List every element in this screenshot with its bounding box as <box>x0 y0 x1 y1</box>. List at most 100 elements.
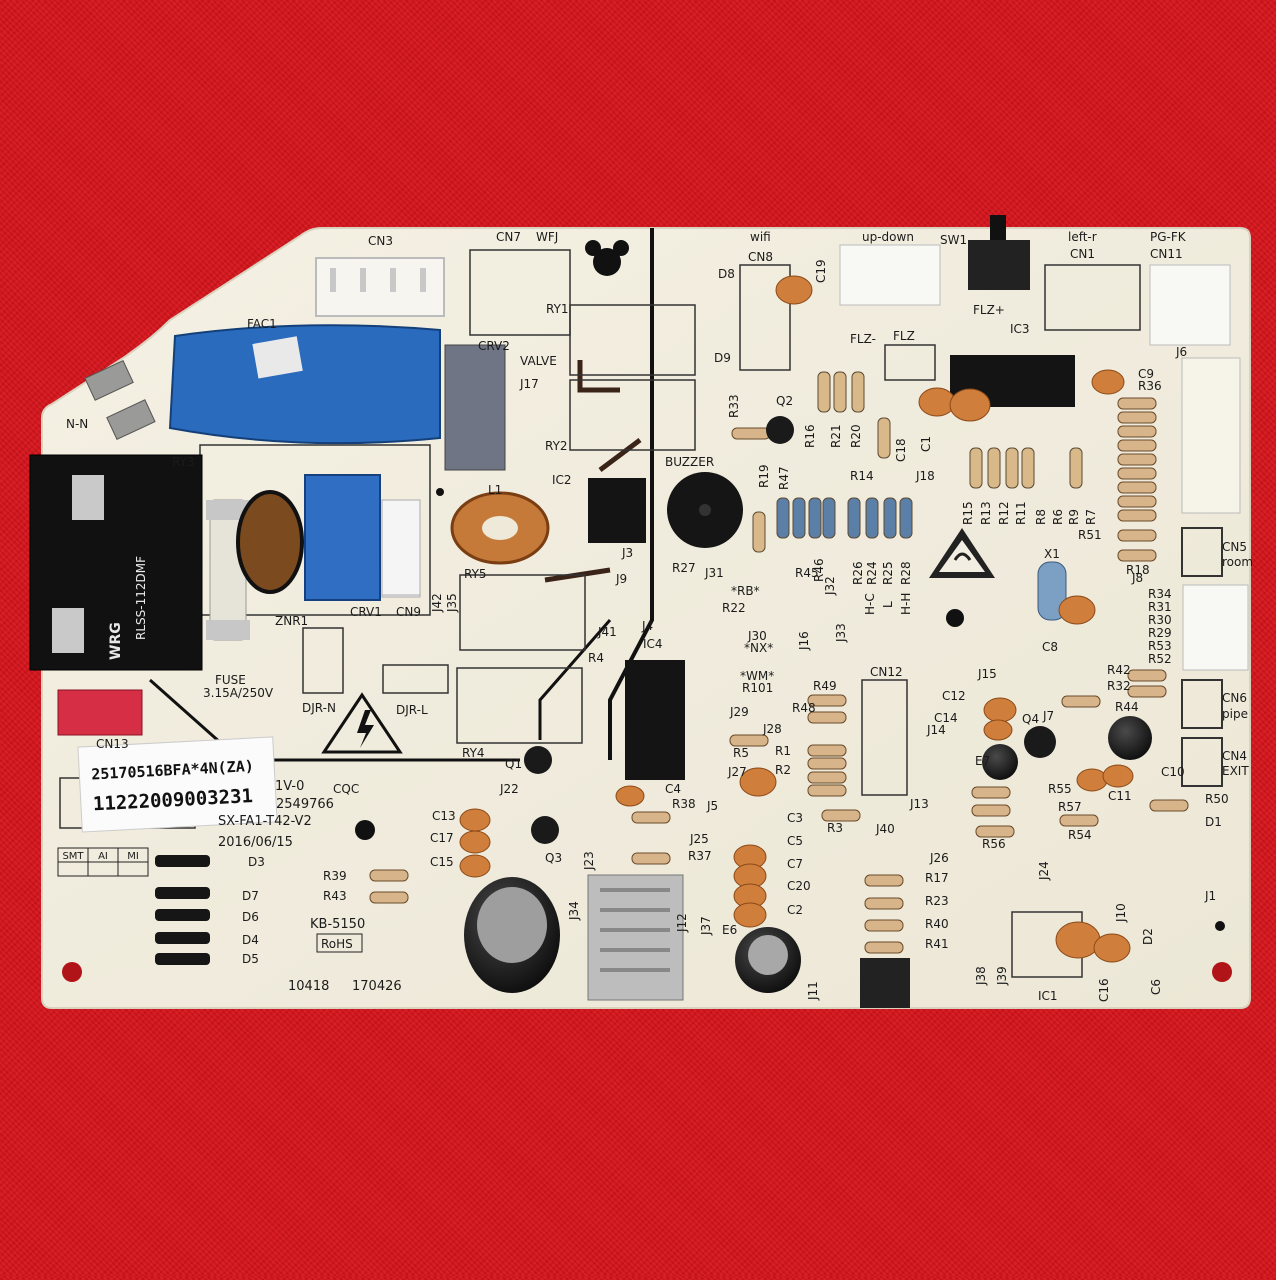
label-rb: *RB* <box>731 584 760 598</box>
resistor-v <box>792 497 806 539</box>
ceramic-capacitor <box>739 767 777 797</box>
label-j34: J34 <box>567 901 581 921</box>
qc-table: SMT AI MI <box>57 847 149 877</box>
ceramic-capacitor <box>1091 369 1125 395</box>
ry3-relay <box>29 454 203 671</box>
label-d5: D5 <box>242 952 259 966</box>
label-j18: J18 <box>915 469 935 483</box>
label-r4: R4 <box>588 651 604 665</box>
label-j41: J41 <box>597 625 617 639</box>
connector-label-8: CN1 <box>1070 247 1095 261</box>
resistor-v <box>1069 447 1083 489</box>
label-e6: E6 <box>722 923 737 937</box>
label-hh: H-H <box>899 593 913 615</box>
label-c8: C8 <box>1042 640 1058 654</box>
label-j1: J1 <box>1204 889 1216 903</box>
label-j13: J13 <box>909 797 929 811</box>
resistor-v <box>752 511 766 553</box>
label-c14: C14 <box>934 711 958 725</box>
label-r27: R27 <box>672 561 696 575</box>
connector-label-11: CN13 <box>96 737 129 751</box>
label-r29: R29 <box>1148 626 1172 640</box>
cn9-connector <box>381 499 421 596</box>
label-ry5: RY5 <box>464 567 487 581</box>
label-c9: C9 <box>1138 367 1154 381</box>
connector-label-12: CN9 <box>396 605 421 619</box>
resistor-h <box>971 804 1011 817</box>
label-r53: R53 <box>1148 639 1172 653</box>
resistor-h <box>864 919 904 932</box>
connector-label-0: CN3 <box>368 234 393 248</box>
label-c6: C6 <box>1149 979 1163 995</box>
label-j37: J37 <box>699 916 713 936</box>
connector-label-19: EXIT <box>1222 764 1249 778</box>
resistors <box>369 371 1189 954</box>
label-ic3: IC3 <box>1010 322 1030 336</box>
label-r8: R8 <box>1034 509 1048 525</box>
ceramic-capacitor <box>949 388 991 422</box>
label-r23: R23 <box>925 894 949 908</box>
label-r44: R44 <box>1115 700 1139 714</box>
label-j5: J5 <box>706 799 718 813</box>
label-r38: R38 <box>672 797 696 811</box>
label-j12: J12 <box>675 913 689 933</box>
label-j39: J39 <box>995 966 1009 986</box>
label-d7: D7 <box>242 889 259 903</box>
label-r6: R6 <box>1051 509 1065 525</box>
label-d4: D4 <box>242 933 259 947</box>
resistor-h <box>1127 685 1167 698</box>
part-sticker: 25170516BFA*4N(ZA) 11222009003231 <box>77 736 278 833</box>
label-r46: R46 <box>812 558 826 582</box>
qc-smt: SMT <box>62 851 84 862</box>
label-ry1: RY1 <box>546 302 569 316</box>
fac1-capacitor <box>168 324 506 471</box>
silkscreen-outlines <box>59 249 1141 978</box>
label-r17: R17 <box>925 871 949 885</box>
label-r2: R2 <box>775 763 791 777</box>
resistor-v <box>969 447 983 489</box>
label-znr1: ZNR1 <box>275 614 308 628</box>
connector-label-21: J8 <box>1131 571 1143 585</box>
resistor-h <box>971 786 1011 799</box>
cn6-connector <box>1181 679 1223 729</box>
label-d6: D6 <box>242 910 259 924</box>
resistor-h <box>1117 467 1157 480</box>
resistor-v <box>847 497 861 539</box>
model-number-fragment: 2549766 <box>276 797 334 812</box>
label-r20: R20 <box>849 424 863 448</box>
label-j28: J28 <box>762 722 782 736</box>
ceramic-capacitor <box>733 902 767 928</box>
resistor-v <box>776 497 790 539</box>
connector-label-18: CN4 <box>1222 749 1247 763</box>
resistor-v <box>883 497 897 539</box>
resistor-h <box>807 757 847 770</box>
label-r30: R30 <box>1148 613 1172 627</box>
label-d2: D2 <box>1141 928 1155 945</box>
resistor-h <box>369 869 409 882</box>
resistor-h <box>807 771 847 784</box>
sw1-switch <box>968 215 1030 290</box>
model-fragment: 1V-0 <box>275 779 304 794</box>
label-q2: Q2 <box>776 394 793 408</box>
hv-warning-icon <box>321 692 403 754</box>
label-buzzer: BUZZER <box>665 455 714 469</box>
label-r45: R45 <box>795 566 819 580</box>
label-c3: C3 <box>787 811 803 825</box>
label-r25: R25 <box>881 561 895 585</box>
resistor-h <box>1061 695 1101 708</box>
label-j15: J15 <box>977 667 997 681</box>
resistor-h <box>821 809 861 822</box>
label-j22: J22 <box>499 782 519 796</box>
esd-warning-icon <box>929 528 995 578</box>
label-r15: R15 <box>961 501 975 525</box>
label-c4: C4 <box>665 782 681 796</box>
resistor-v <box>817 371 831 413</box>
ceramic-capacitor <box>775 275 813 305</box>
resistor-v <box>987 447 1001 489</box>
connector-label-7: left-r <box>1068 230 1097 244</box>
label-r31: R31 <box>1148 600 1172 614</box>
label-j38: J38 <box>974 966 988 986</box>
cn11-connector <box>1149 264 1231 346</box>
label-j33: J33 <box>834 623 848 643</box>
